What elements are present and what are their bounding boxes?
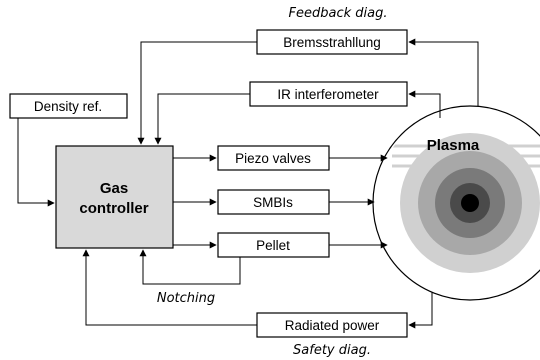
notching-annotation: Notching [157, 291, 215, 306]
piezo-valves-label: Piezo valves [235, 151, 311, 166]
gas-controller-label-line2: controller [79, 200, 148, 217]
gas-controller-label-line1: Gas [100, 180, 128, 197]
arrow-density-ref-to-controller [17, 118, 55, 207]
bremsstrahlung-label: Bremsstrahllung [283, 35, 381, 50]
gas-controller-box [55, 145, 174, 249]
connections [17, 38, 479, 329]
arrow-notching-to-controller [139, 249, 241, 285]
density-ref-label: Density ref. [34, 99, 102, 114]
arrow-plasma-to-bremsstrahlung [408, 38, 479, 106]
radiated-power-label: Radiated power [285, 318, 380, 333]
plasma-core [461, 194, 479, 212]
feedback-diag-annotation: Feedback diag. [289, 6, 388, 21]
ir-interferometer-box [249, 81, 408, 107]
pellet-box [217, 232, 330, 258]
density-ref-box [9, 93, 128, 119]
arrow-radiated-power-to-controller [82, 249, 257, 326]
arrow-plasma-to-ir [408, 90, 441, 118]
plasma-label: Plasma [427, 137, 480, 154]
smbis-box [217, 189, 330, 215]
arrow-bremsstrahlung-to-controller [137, 41, 257, 145]
arrow-ir-to-controller [154, 93, 250, 145]
plasma-cross-section: Plasma [372, 105, 540, 301]
radiated-power-box [256, 312, 408, 338]
smbis-label: SMBIs [253, 195, 293, 210]
safety-diag-annotation: Safety diag. [293, 343, 371, 358]
ir-interferometer-label: IR interferometer [277, 87, 379, 102]
arrow-plasma-to-radiated-power [408, 292, 433, 329]
pellet-label: Pellet [256, 238, 290, 253]
